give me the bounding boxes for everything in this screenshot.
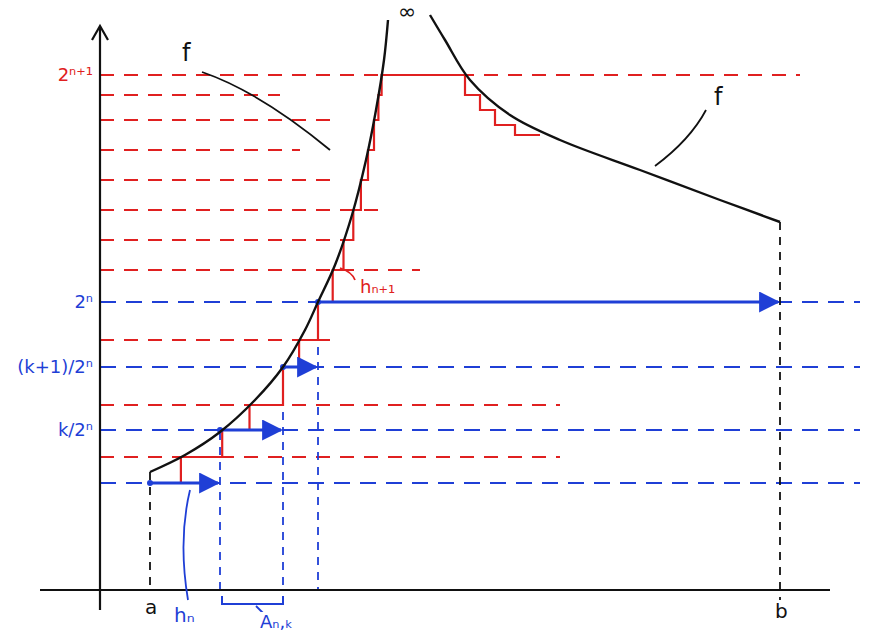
dashed-level [100, 149, 300, 151]
step-dot [147, 480, 153, 486]
dashed-level [100, 119, 330, 121]
step-segment [150, 482, 218, 485]
step-segment [283, 366, 316, 369]
y-axis [99, 28, 101, 610]
x-axis [40, 589, 830, 591]
set-name: Aₙ,ₖ [258, 612, 295, 632]
dashed-level [100, 269, 420, 271]
axis-arrow [92, 26, 108, 40]
function-name: hₙ [172, 604, 197, 626]
dashed-level [100, 301, 860, 303]
interval-bracket [222, 596, 283, 604]
dashed-vertical [219, 432, 221, 590]
dashed-vertical [149, 472, 151, 590]
leader-lines [183, 72, 706, 614]
function-name: hₙ₊₁ [358, 277, 397, 297]
leader-line [340, 268, 355, 280]
dashed-vertical [779, 222, 781, 600]
function-name: f [712, 84, 724, 110]
dashed-level [100, 339, 330, 341]
dashed-level [100, 404, 560, 406]
dashed-level [100, 456, 560, 458]
blue-level-lines [100, 302, 860, 483]
function-curve [430, 15, 780, 222]
dashed-level [100, 239, 360, 241]
dashed-level [100, 366, 860, 368]
interval-end: b [773, 600, 790, 622]
dashed-level [100, 209, 380, 211]
red-level-lines [100, 75, 800, 457]
simple-function-step [150, 302, 778, 483]
axis-value: 2ⁿ⁺¹ [56, 65, 95, 85]
function-name: f [180, 40, 192, 66]
simple-function-step [150, 75, 540, 483]
dashed-level [100, 179, 340, 181]
infinity-mark: ∞ [396, 0, 418, 24]
dashed-level [100, 482, 860, 484]
interval-end: a [143, 596, 159, 618]
dashed-vertical [317, 302, 319, 590]
dashed-level [100, 429, 860, 431]
leader-line [655, 110, 706, 166]
leader-line [202, 72, 330, 150]
step-segment [318, 301, 778, 304]
axis-value: k/2ⁿ [56, 420, 95, 440]
axis-value: 2ⁿ [72, 292, 95, 312]
leader-line [183, 490, 190, 600]
axis-value: (k+1)/2ⁿ [15, 357, 95, 377]
step-segment [220, 429, 281, 432]
function-curve [150, 20, 388, 472]
step-dots [147, 299, 321, 486]
